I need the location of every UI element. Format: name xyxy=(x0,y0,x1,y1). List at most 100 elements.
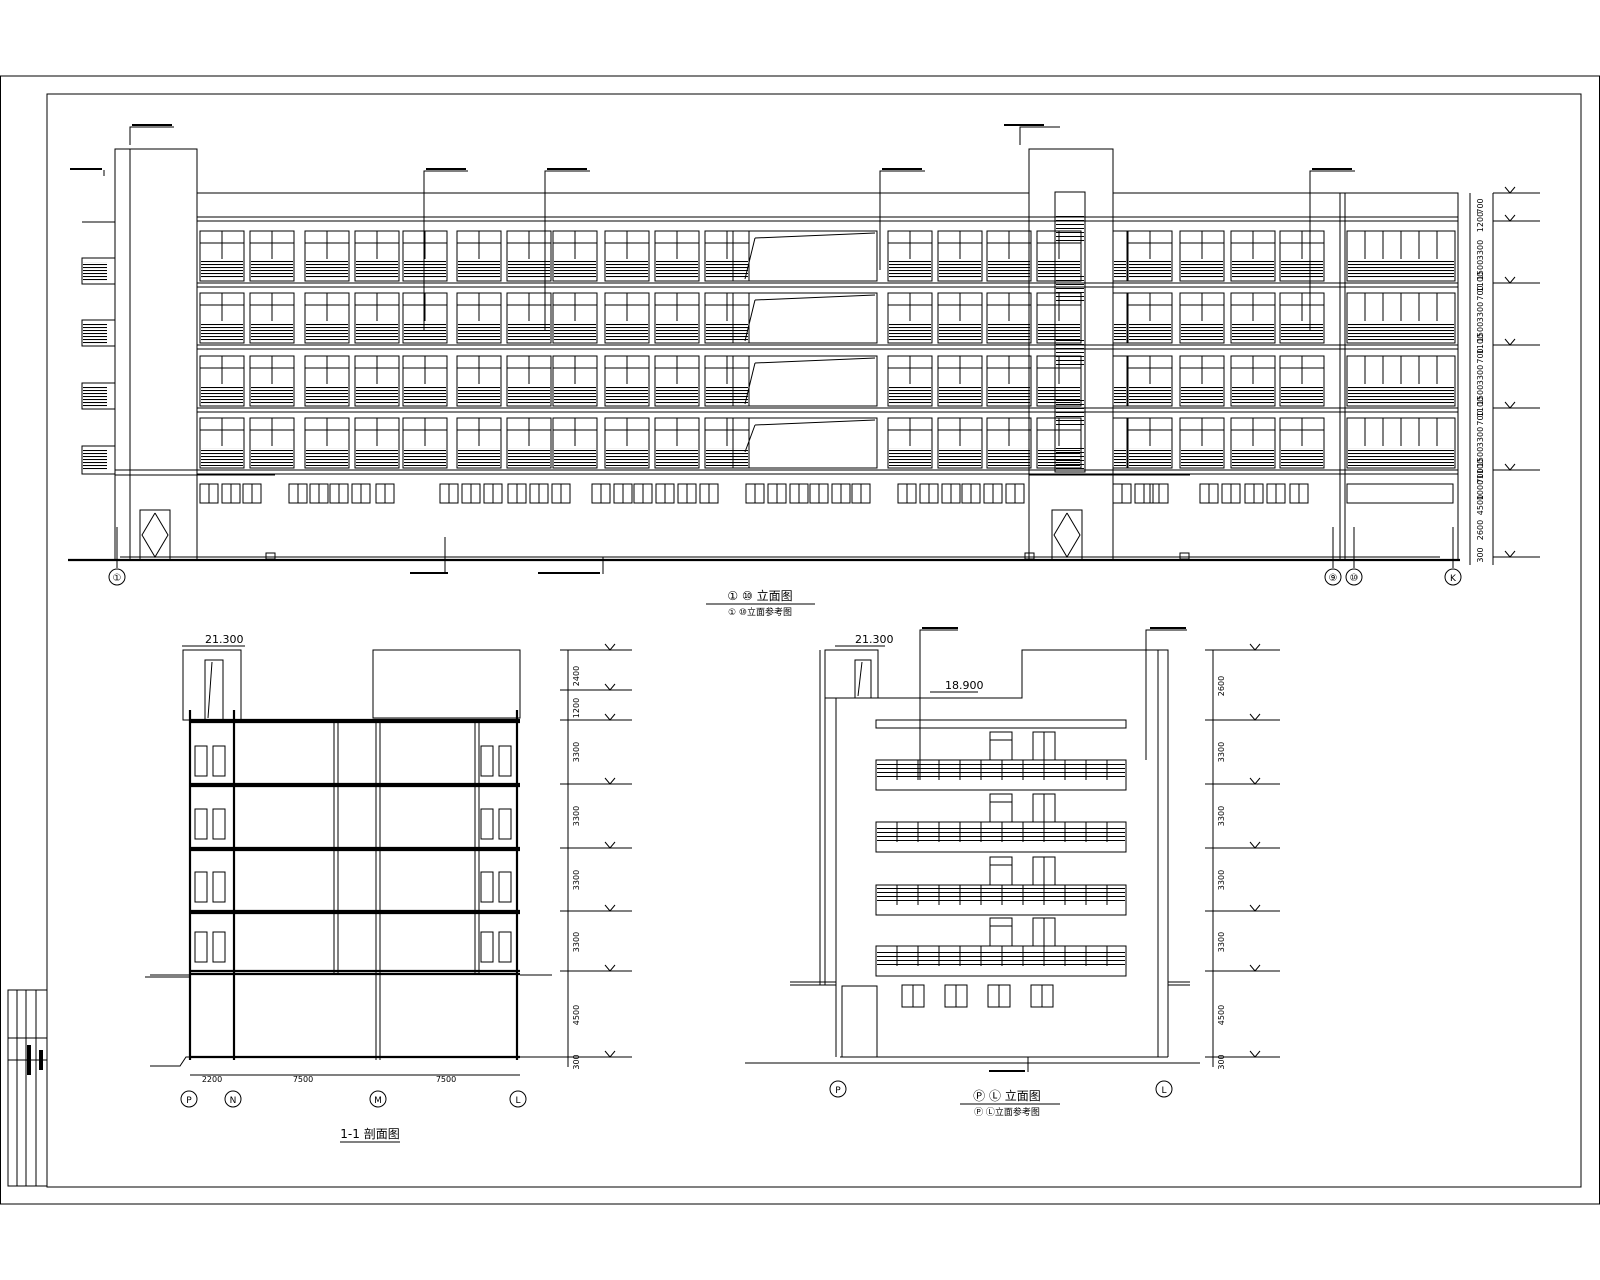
side-dimension: 3300 xyxy=(1217,870,1226,890)
side-dimension: 300 xyxy=(1217,1054,1226,1069)
front-dimension: 1500 xyxy=(1476,260,1485,280)
front-dimension: 1100 xyxy=(1476,459,1485,479)
balcony-rail xyxy=(1129,261,1171,279)
section-dimension: 1200 xyxy=(572,698,581,718)
balcony-rail xyxy=(554,386,596,404)
side-window xyxy=(989,793,1013,823)
balcony xyxy=(875,945,1127,977)
balcony-rail xyxy=(1232,261,1274,279)
balcony-rail xyxy=(656,386,698,404)
level-triangle xyxy=(604,777,616,785)
balcony-rail xyxy=(554,323,596,341)
balcony-rail xyxy=(889,323,931,341)
section-windows xyxy=(194,745,512,963)
balcony-rail xyxy=(356,448,398,466)
balcony-rail xyxy=(606,386,648,404)
balcony-rail xyxy=(1038,386,1080,404)
level-triangle xyxy=(604,1050,616,1058)
section-window xyxy=(480,745,494,777)
section-window xyxy=(212,808,226,840)
front-dimension: 700 xyxy=(1476,468,1485,483)
balcony-rail xyxy=(988,323,1030,341)
section-window xyxy=(480,871,494,903)
section-axis-p: P xyxy=(186,1096,192,1106)
balcony-rail xyxy=(1348,323,1454,341)
balcony-rail xyxy=(1232,448,1274,466)
axis-10: ⑩ xyxy=(1350,573,1359,584)
balcony-rail xyxy=(1114,386,1126,404)
front-dimension: 3300 xyxy=(1476,365,1485,385)
atrium-glazing xyxy=(732,230,878,469)
balcony-rail xyxy=(1114,323,1126,341)
balcony-rail xyxy=(458,386,500,404)
balcony-rail xyxy=(1038,323,1080,341)
balcony-rail xyxy=(889,261,931,279)
front-dimension: 4500 xyxy=(1476,495,1485,515)
front-dimension: 3300 xyxy=(1476,427,1485,447)
left-side-balconies xyxy=(81,221,116,475)
left-stair-tower xyxy=(114,148,198,561)
section-dimension: 300 xyxy=(572,1054,581,1069)
balcony-rail xyxy=(988,386,1030,404)
side-top-level: 21.300 xyxy=(855,633,894,646)
section-level-marks xyxy=(560,643,632,1058)
balcony-rail xyxy=(404,261,446,279)
balcony-rail xyxy=(306,448,348,466)
balcony-rail xyxy=(1348,448,1454,466)
side-dimension: 3300 xyxy=(1217,932,1226,952)
balcony-rail xyxy=(939,386,981,404)
balcony-rail xyxy=(201,323,243,341)
section-dimension: 4500 xyxy=(572,1005,581,1025)
section-bay-1: 2200 xyxy=(202,1075,222,1084)
balcony-rail xyxy=(404,386,446,404)
front-dimension: 1000 xyxy=(1476,480,1485,500)
section-title: 1-1 剖面图 xyxy=(340,1127,399,1141)
front-dim-chain xyxy=(1469,193,1494,565)
balcony-rail xyxy=(1038,261,1080,279)
section-window xyxy=(498,931,512,963)
side-elevation-subtitle: Ⓟ Ⓛ立面参考图 xyxy=(974,1106,1040,1118)
balcony-rail xyxy=(251,261,293,279)
annotation-leaders xyxy=(70,124,1355,574)
side-axis-l: L xyxy=(1161,1086,1166,1096)
balcony-rail xyxy=(877,825,1125,841)
side-window xyxy=(989,856,1013,886)
level-triangle xyxy=(1249,777,1261,785)
side-dimension: 2600 xyxy=(1217,676,1226,696)
balcony-rail xyxy=(201,261,243,279)
front-dimension: 1100 xyxy=(1476,397,1485,417)
section-dimension: 3300 xyxy=(572,870,581,890)
balcony-rail xyxy=(356,261,398,279)
balcony-rail xyxy=(1129,386,1171,404)
main-block-right xyxy=(1112,192,1459,561)
balcony-rail xyxy=(251,323,293,341)
balcony-rail xyxy=(201,386,243,404)
front-dimension: 1100 xyxy=(1476,272,1485,292)
section-1-1: 21.300 2200 7500 7500 P N M L 2400120033… xyxy=(145,633,632,1143)
balcony-rail xyxy=(706,386,748,404)
section-window xyxy=(480,808,494,840)
balcony-rail xyxy=(1114,448,1126,466)
balcony-rail xyxy=(508,323,550,341)
balcony-rail xyxy=(404,448,446,466)
level-triangle xyxy=(604,713,616,721)
side-window xyxy=(989,917,1013,947)
section-bay-2: 7500 xyxy=(293,1075,313,1084)
balcony-rail xyxy=(1348,261,1454,279)
level-triangle xyxy=(604,964,616,972)
section-window xyxy=(480,931,494,963)
balcony-rail xyxy=(251,386,293,404)
balcony-rail xyxy=(1038,448,1080,466)
front-dimension: 3300 xyxy=(1476,240,1485,260)
side-dimension: 3300 xyxy=(1217,742,1226,762)
balcony-rail xyxy=(606,448,648,466)
level-triangle xyxy=(604,683,616,691)
level-triangle xyxy=(1249,964,1261,972)
balcony-rail xyxy=(554,448,596,466)
front-dimension: 1500 xyxy=(1476,385,1485,405)
section-window xyxy=(212,745,226,777)
balcony-rail xyxy=(251,448,293,466)
level-triangle xyxy=(1249,643,1261,651)
balcony-rail xyxy=(458,323,500,341)
